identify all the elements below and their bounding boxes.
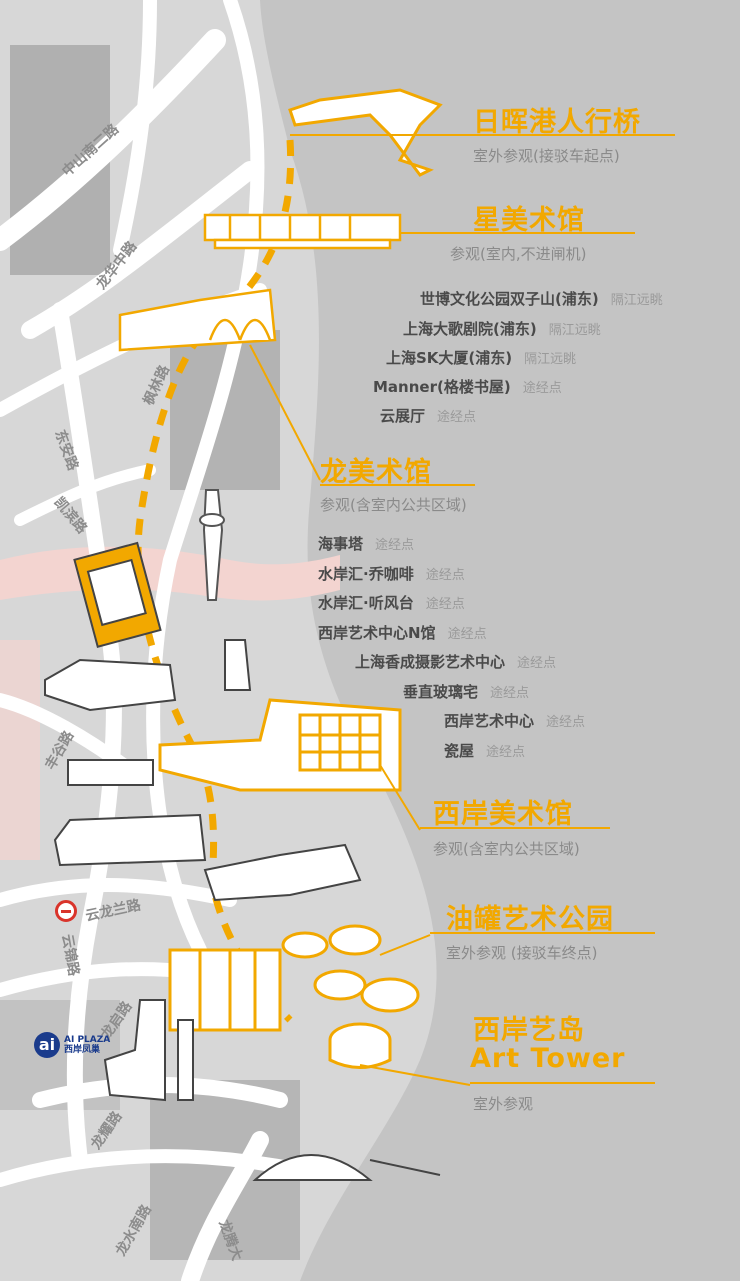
city-block — [170, 330, 280, 490]
mall-name-cn: 西岸凤巢 — [64, 1045, 101, 1055]
stop-subtitle: 参观(含室内公共区域) — [433, 840, 580, 858]
westbund-center-illustration — [53, 759, 362, 902]
stop-title-en: Art Tower — [470, 1043, 626, 1074]
road — [0, 1149, 307, 1187]
tank-park-illustration — [168, 924, 420, 1032]
poi-item: 海事塔途经点 — [318, 535, 415, 553]
stop-subtitle: 室外参观 (接驳车终点) — [446, 944, 598, 962]
art-bus — [73, 541, 162, 648]
stop-title: 西岸艺岛 — [473, 1015, 585, 1046]
stop-subtitle: 参观(室内,不进闸机) — [450, 245, 587, 263]
title-underline — [470, 1082, 655, 1084]
poi-item: 瓷屋途经点 — [444, 742, 526, 760]
star-museum-illustration — [203, 213, 402, 250]
leader-lines — [359, 764, 471, 1086]
road — [113, 0, 157, 257]
stop-title: 西岸美术馆 — [433, 799, 573, 830]
poi-item: 上海SK大厦(浦东)隔江远眺 — [386, 349, 577, 367]
poi-item: 云展厅途经点 — [380, 407, 477, 425]
poi-item: 垂直玻璃宅途经点 — [403, 683, 530, 701]
title-underline — [290, 134, 675, 136]
poi-item: 水岸汇·乔咖啡途经点 — [318, 565, 465, 583]
maritime-tower — [199, 489, 225, 601]
stop-title: 日晖港人行桥 — [473, 107, 641, 138]
title-underline — [420, 827, 610, 829]
metro-icon — [55, 900, 77, 922]
stop-title: 星美术馆 — [473, 205, 585, 236]
poi-item: 世博文化公园双子山(浦东)隔江远眺 — [420, 290, 663, 308]
westbund-museum-illustration — [158, 698, 402, 792]
pink-area — [0, 640, 40, 860]
poi-item: Manner(格楼书屋)途经点 — [373, 378, 562, 396]
road — [0, 878, 237, 907]
bridge-illustration — [288, 88, 443, 177]
leader-long — [249, 344, 321, 481]
road — [0, 29, 226, 251]
poi-item: 西岸艺术中心N馆途经点 — [318, 624, 487, 642]
road — [14, 464, 156, 526]
road — [181, 1131, 269, 1281]
poi-item: 上海大歌剧院(浦东)隔江远眺 — [403, 320, 601, 338]
title-underline — [430, 932, 655, 934]
long-museum-illustration — [118, 288, 277, 352]
huangpu-river — [260, 0, 740, 1281]
roads — [0, 0, 307, 1281]
stop-title: 龙美术馆 — [320, 457, 432, 488]
stop-title: 油罐艺术公园 — [446, 904, 614, 935]
stop-subtitle: 室外参观(接驳车起点) — [473, 147, 620, 165]
art-tower-illustration — [328, 1022, 392, 1069]
stop-subtitle: 室外参观 — [473, 1095, 534, 1113]
mall-name-en: AI PLAZA — [64, 1035, 111, 1045]
poi-item: 上海香成摄影艺术中心途经点 — [355, 653, 557, 671]
ai-plaza-logo-icon: ai — [34, 1032, 60, 1058]
dome-illustration — [252, 1154, 441, 1181]
poi-item: 水岸汇·听风台途经点 — [318, 594, 465, 612]
poi-item: 西岸艺术中心途经点 — [444, 712, 586, 730]
tower-buildings — [103, 999, 194, 1102]
water-building — [44, 639, 252, 712]
title-underline — [320, 484, 475, 486]
stop-subtitle: 参观(含室内公共区域) — [320, 496, 467, 514]
road — [52, 302, 122, 1168]
title-underline — [400, 232, 635, 234]
